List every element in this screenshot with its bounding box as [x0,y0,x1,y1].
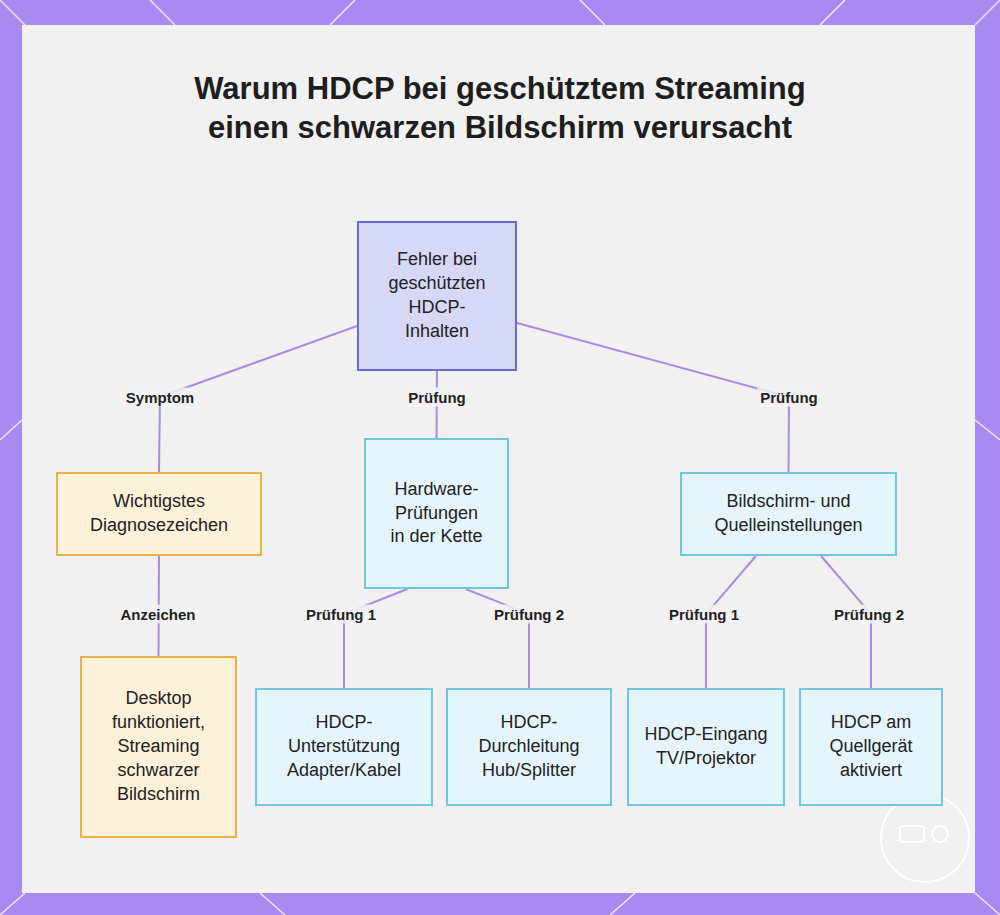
edge-label: Prüfung 1 [666,605,742,624]
watermark-circle [881,794,969,882]
symptom-box: Wichtigstes Diagnosezeichen [56,472,262,556]
frame-line [610,893,635,915]
box-label: Desktop funktioniert, Streaming schwarze… [96,687,221,807]
box-text-group: Wichtigstes Diagnosezeichen [76,490,242,538]
frame-line [330,0,355,25]
box-label: Hardware-Prüfungen in der Kette [390,478,483,550]
frame-line [580,0,605,25]
edge-label: Prüfung 2 [491,605,567,624]
symptom-box: Desktop funktioniert, Streaming schwarze… [80,656,237,838]
box-text-group: HDCP am Quellgerät aktiviert [813,711,929,783]
edge-label: Prüfung 1 [303,605,379,624]
frame-line [820,0,845,25]
frame-line [975,893,1000,915]
root-box: Fehler bei geschützten HDCP-Inhalten [357,221,517,371]
frame-line [975,0,1000,25]
check-box: HDCP-Eingang TV/Projektor [627,688,785,806]
frame-line [975,420,1000,440]
box-label: Bildschirm- und Quelleinstellungen [698,490,879,538]
content-panel [22,25,975,893]
frame-line [150,0,175,25]
box-text-group: Bildschirm- und Quelleinstellungen [698,490,879,538]
box-text-group: HDCP-Eingang TV/Projektor [643,723,769,771]
box-text-group: Desktop funktioniert, Streaming schwarze… [96,687,221,807]
frame-line [0,420,22,440]
watermark-glyph [900,826,924,842]
diagram-title: Warum HDCP bei geschütztem Streaming ein… [150,70,850,148]
edge-label: Anzeichen [117,605,198,624]
connector-line [517,323,789,472]
box-label: Wichtigstes Diagnosezeichen [76,490,242,538]
watermark-glyph [932,826,948,842]
box-text-group: HDCP-Durchleitung Hub/Splitter [462,711,596,783]
edge-label: Prüfung 2 [831,605,907,624]
check-box: Hardware-Prüfungen in der Kette [364,438,509,589]
edge-label: Symptom [123,388,197,407]
box-label: HDCP am Quellgerät aktiviert [813,711,929,783]
edge-label: Prüfung [757,388,821,407]
check-box: HDCP am Quellgerät aktiviert [799,688,943,806]
watermark-icon [881,794,969,882]
box-label: HDCP-Unterstützung Adapter/Kabel [271,711,417,783]
box-label: HDCP-Eingang TV/Projektor [643,723,769,771]
check-box: Bildschirm- und Quelleinstellungen [680,472,897,556]
box-label: HDCP-Durchleitung Hub/Splitter [462,711,596,783]
box-text-group: HDCP-Unterstützung Adapter/Kabel [271,711,417,783]
frame-line [260,893,285,915]
box-label: Fehler bei geschützten HDCP-Inhalten [381,248,493,344]
edge-label: Prüfung [405,388,469,407]
check-box: HDCP-Unterstützung Adapter/Kabel [255,688,433,806]
frame-line [0,0,25,25]
box-text-group: Fehler bei geschützten HDCP-Inhalten [381,248,493,344]
box-text-group: Hardware-Prüfungen in der Kette [390,478,483,550]
frame-line [0,893,25,915]
check-box: HDCP-Durchleitung Hub/Splitter [446,688,612,806]
